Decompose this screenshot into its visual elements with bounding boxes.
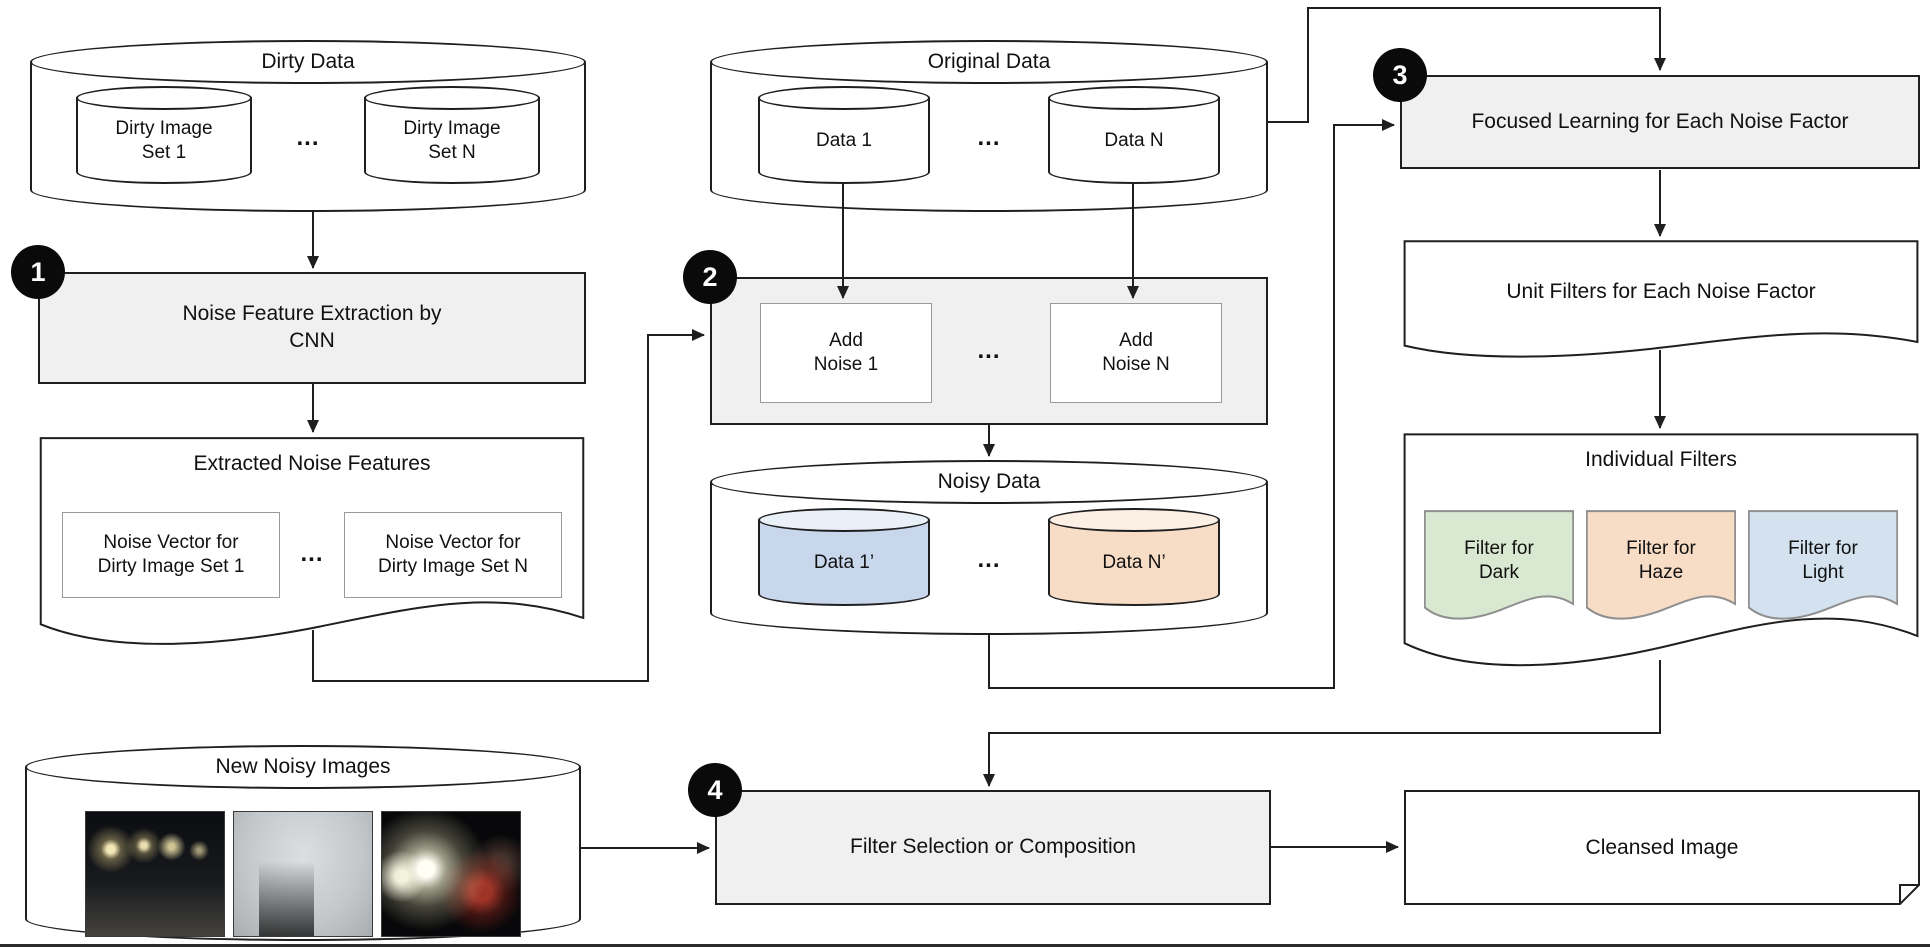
- file-outline: [1749, 511, 1898, 619]
- step-4-badge: 4: [688, 763, 742, 817]
- add-noise-box: Add Noise 1 ... Add Noise N: [710, 277, 1268, 425]
- connector-individual-to-step4: [983, 660, 1661, 787]
- ellipsis: ...: [977, 337, 1001, 364]
- cylinder-top-ellipse: [76, 86, 252, 110]
- cylinder-top-ellipse: [1048, 86, 1220, 110]
- card-shape: [1404, 790, 1920, 905]
- noise-vector-set-1-box: Noise Vector for Dirty Image Set 1: [62, 512, 280, 598]
- dirty-data-title: Dirty Data: [261, 50, 355, 73]
- dirty-image-set-n-label: Dirty Image Set N: [403, 117, 501, 163]
- figure-bottom-rule: [0, 944, 1930, 947]
- data-1-cylinder: Data 1: [758, 86, 930, 184]
- ellipsis: ...: [977, 124, 1001, 151]
- filter-for-haze-file: Filter for Haze: [1586, 510, 1736, 622]
- original-data-cylinder: Original Data Data 1 ... Data N: [710, 40, 1268, 212]
- file-outline: [1587, 511, 1736, 619]
- file-shape: [1424, 510, 1574, 622]
- step-3-badge: 3: [1373, 48, 1427, 102]
- cleansed-image-label: Cleansed Image: [1585, 835, 1739, 859]
- file-shape: [1748, 510, 1898, 622]
- car-headlights-photo: [381, 811, 521, 937]
- filter-selection-box: Filter Selection or Composition: [715, 790, 1271, 905]
- individual-filters-doc: Individual Filters Filter for Dark Filte…: [1402, 432, 1920, 672]
- night-street-photo: [85, 811, 225, 937]
- file-outline: [1425, 511, 1574, 619]
- noise-feature-extraction-box: Noise Feature Extraction by CNN: [38, 272, 586, 384]
- cylinder-top-ellipse: [758, 508, 930, 532]
- card-fold: [1899, 884, 1919, 904]
- document-shape: [1402, 240, 1920, 360]
- file-shape: [1586, 510, 1736, 622]
- extracted-noise-features-doc: Extracted Noise Features Noise Vector fo…: [38, 436, 586, 650]
- new-noisy-images-title: New Noisy Images: [215, 755, 391, 778]
- focused-learning-label: Focused Learning for Each Noise Factor: [1471, 109, 1849, 133]
- extracted-noise-features-title: Extracted Noise Features: [193, 452, 431, 475]
- noise-feature-extraction-label: Noise Feature Extraction by CNN: [182, 302, 442, 352]
- filter-for-light-file: Filter for Light: [1748, 510, 1898, 622]
- card-outline: [1404, 790, 1920, 905]
- data-1-label: Data 1: [816, 129, 872, 151]
- dirty-data-cylinder: Dirty Data Dirty Image Set 1 ... Dirty I…: [30, 40, 586, 212]
- dirty-image-set-1-cylinder: Dirty Image Set 1: [76, 86, 252, 184]
- unit-filters-doc: Unit Filters for Each Noise Factor: [1402, 240, 1920, 360]
- noisy-data-cylinder: Noisy Data Data 1’ ... Data N’: [710, 460, 1268, 635]
- cylinder-body: [364, 98, 540, 184]
- cylinder-top-ellipse: [710, 40, 1268, 84]
- add-noise-1-box: Add Noise 1: [760, 303, 932, 403]
- ellipsis: ...: [300, 540, 324, 567]
- cylinder-body: [76, 98, 252, 184]
- filter-selection-label: Filter Selection or Composition: [850, 835, 1136, 859]
- cylinder-top-ellipse: [758, 86, 930, 110]
- filter-for-light-label: Filter for Light: [1788, 537, 1858, 583]
- cleansed-image-card: Cleansed Image: [1404, 790, 1920, 905]
- focused-learning-box: Focused Learning for Each Noise Factor: [1400, 75, 1920, 169]
- cylinder-body: [758, 98, 930, 184]
- new-noisy-images-cylinder: New Noisy Images: [25, 745, 581, 941]
- dirty-image-set-n-cylinder: Dirty Image Set N: [364, 86, 540, 184]
- ellipsis: ...: [977, 546, 1001, 573]
- fog-silhouette-photo: [233, 811, 373, 937]
- unit-filters-label: Unit Filters for Each Noise Factor: [1506, 280, 1816, 303]
- step-1-badge: 1: [11, 245, 65, 299]
- cylinder-body: [758, 520, 930, 606]
- ellipsis: ...: [296, 124, 320, 151]
- step-2-badge: 2: [683, 250, 737, 304]
- document-outline: [1405, 241, 1918, 356]
- data-1-prime-label: Data 1’: [813, 551, 875, 573]
- cylinder-top-ellipse: [364, 86, 540, 110]
- cylinder-top-ellipse: [30, 40, 586, 84]
- filter-for-dark-label: Filter for Dark: [1464, 537, 1534, 583]
- cylinder-top-ellipse: [25, 745, 581, 789]
- dirty-image-set-1-label: Dirty Image Set 1: [115, 117, 213, 163]
- data-1-prime-cylinder: Data 1’: [758, 508, 930, 606]
- original-data-title: Original Data: [927, 50, 1051, 73]
- filter-for-haze-label: Filter for Haze: [1626, 537, 1696, 583]
- filter-for-dark-file: Filter for Dark: [1424, 510, 1574, 622]
- individual-filters-title: Individual Filters: [1585, 448, 1737, 471]
- noisy-data-title: Noisy Data: [937, 470, 1041, 493]
